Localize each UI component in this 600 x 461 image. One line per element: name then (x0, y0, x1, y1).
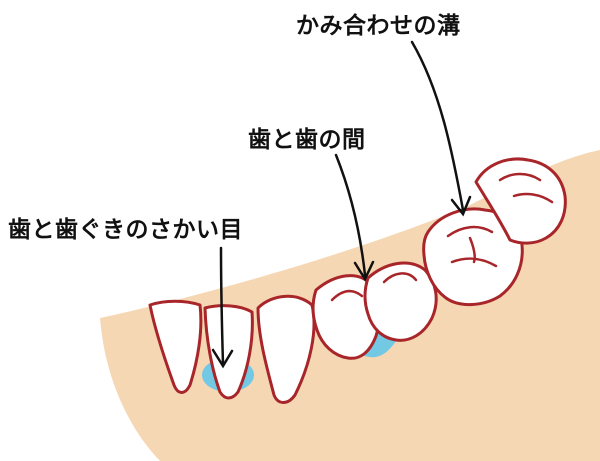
arrow-gumline (221, 248, 223, 364)
arrow-occlusal (412, 42, 463, 210)
label-occlusal-groove: かみ合わせの溝 (296, 6, 461, 40)
label-gum-boundary: 歯と歯ぐきのさかい目 (8, 210, 243, 244)
label-between-teeth: 歯と歯の間 (248, 120, 366, 154)
